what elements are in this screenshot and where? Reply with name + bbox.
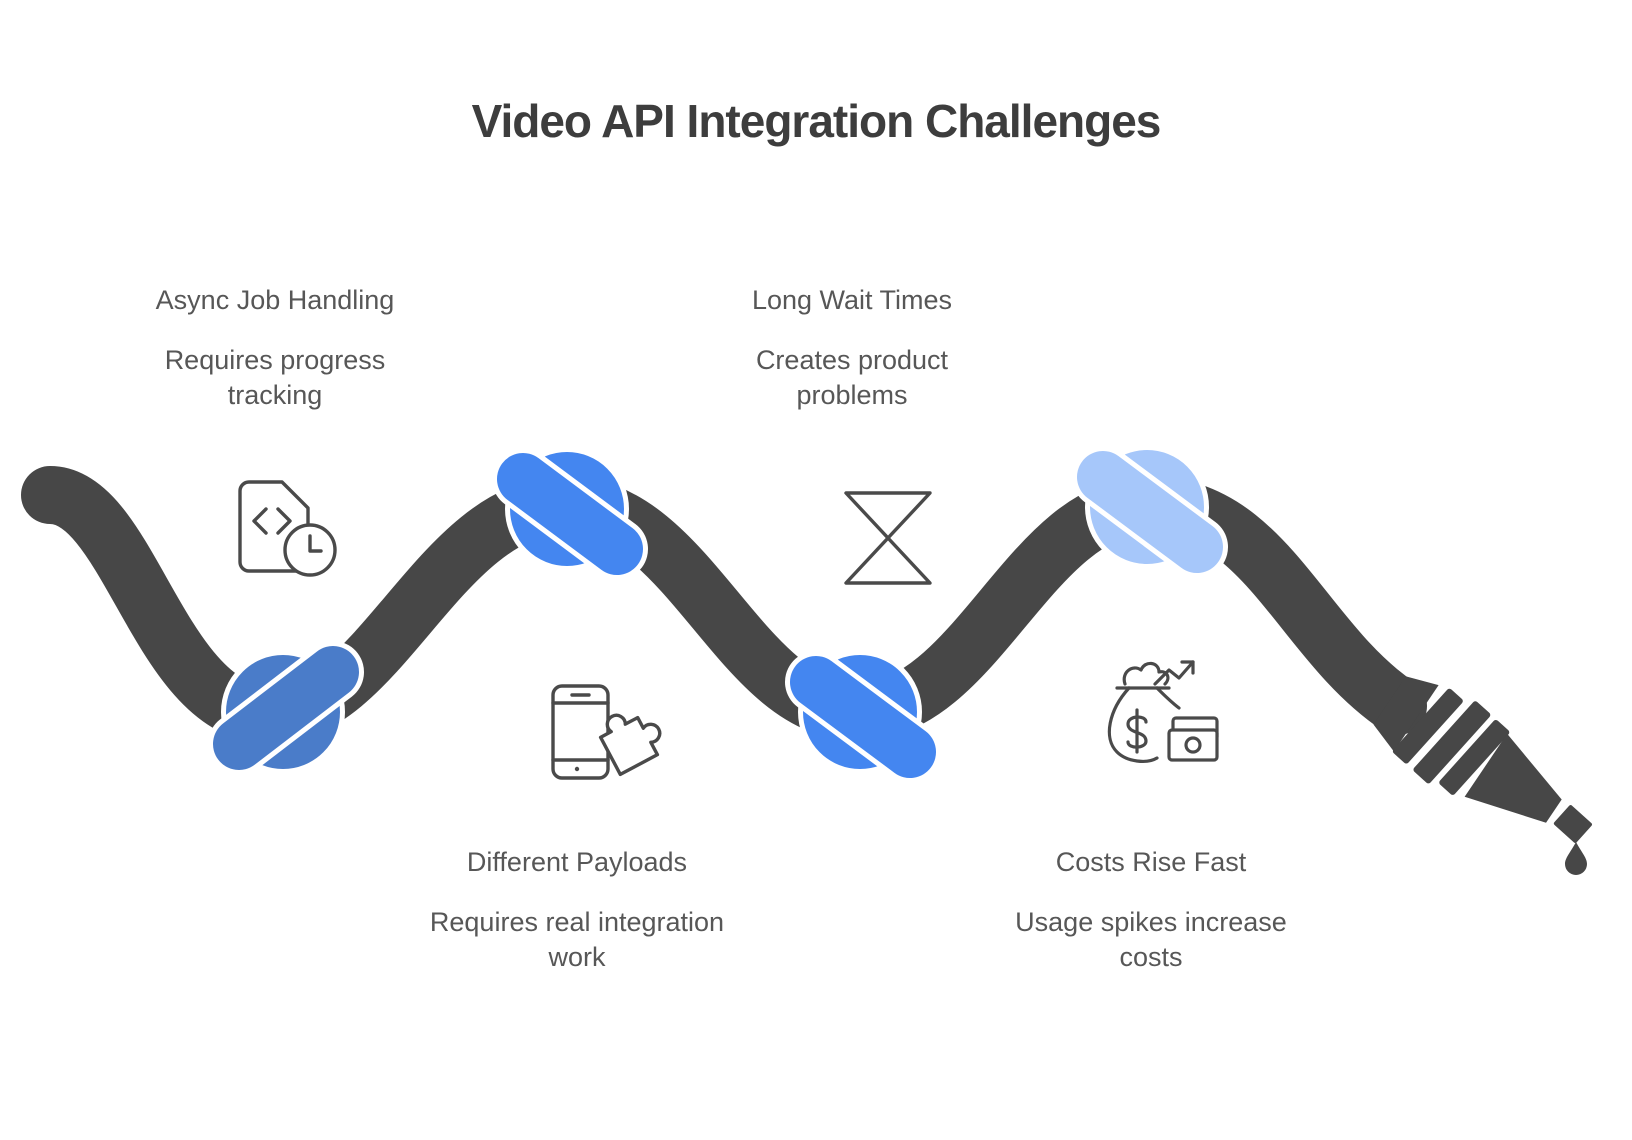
knot-async — [208, 641, 364, 775]
desc-line: Requires real integration — [429, 907, 725, 937]
money-bag-body-right — [1155, 686, 1181, 710]
money-growth-icon — [1107, 660, 1219, 763]
code-bracket-left — [252, 507, 268, 535]
knot-capsule — [1077, 451, 1223, 573]
banknote-coin — [1184, 736, 1202, 754]
growth-arrow-line — [1153, 660, 1195, 686]
item-async-label: Async Job Handling Requires progress tra… — [95, 284, 455, 413]
item-title: Async Job Handling — [155, 285, 395, 315]
nozzle-connector — [1373, 676, 1439, 752]
phone-home-dot — [574, 766, 580, 772]
knot-wait — [492, 447, 648, 580]
document-code-clock-icon — [238, 480, 337, 577]
item-title: Different Payloads — [466, 847, 688, 877]
money-bag-top — [1122, 661, 1170, 686]
desc-line: Creates product — [755, 345, 949, 375]
code-bracket-right — [276, 507, 292, 535]
nozzle-band — [1413, 701, 1491, 784]
dollar-curve — [1126, 715, 1148, 749]
smartphone-puzzle-icon — [551, 684, 662, 780]
item-costs-label: Costs Rise Fast Usage spikes increase co… — [971, 846, 1331, 975]
growth-arrow-head — [1180, 660, 1195, 675]
knot-capsule — [790, 656, 936, 778]
item-wait-label: Long Wait Times Creates product problems — [672, 284, 1032, 413]
desc-line: Usage spikes increase — [1015, 907, 1287, 937]
desc-line: work — [548, 942, 606, 972]
desc-line: problems — [796, 380, 908, 410]
item-description: Requires progress tracking — [95, 343, 455, 413]
desc-line: Requires progress — [164, 345, 386, 375]
hose-nozzle — [1373, 676, 1592, 843]
clock-hands — [308, 534, 323, 553]
nozzle-cone — [1464, 733, 1562, 823]
knot-payloads — [785, 650, 941, 783]
water-droplet-icon — [1565, 842, 1587, 875]
item-description: Requires real integration work — [397, 905, 757, 975]
nozzle-band — [1439, 720, 1510, 795]
money-bag-body-left — [1107, 686, 1159, 763]
phone-body — [551, 684, 610, 780]
item-title: Costs Rise Fast — [1055, 847, 1247, 877]
item-payloads-label: Different Payloads Requires real integra… — [397, 846, 757, 975]
puzzle-piece — [598, 713, 662, 777]
knot-costs — [1072, 445, 1228, 578]
knot-capsule — [213, 646, 359, 770]
page-title: Video API Integration Challenges — [471, 95, 1162, 147]
desc-line: tracking — [227, 380, 323, 410]
hourglass-shape — [844, 491, 932, 585]
desc-line: costs — [1119, 942, 1183, 972]
banknote-front — [1167, 728, 1219, 762]
nozzle-tip — [1553, 805, 1592, 843]
knot-capsule — [497, 453, 643, 575]
item-description: Creates product problems — [672, 343, 1032, 413]
item-description: Usage spikes increase costs — [971, 905, 1331, 975]
nozzle-band — [1392, 688, 1463, 764]
item-title: Long Wait Times — [751, 285, 953, 315]
hourglass-icon — [844, 491, 932, 585]
